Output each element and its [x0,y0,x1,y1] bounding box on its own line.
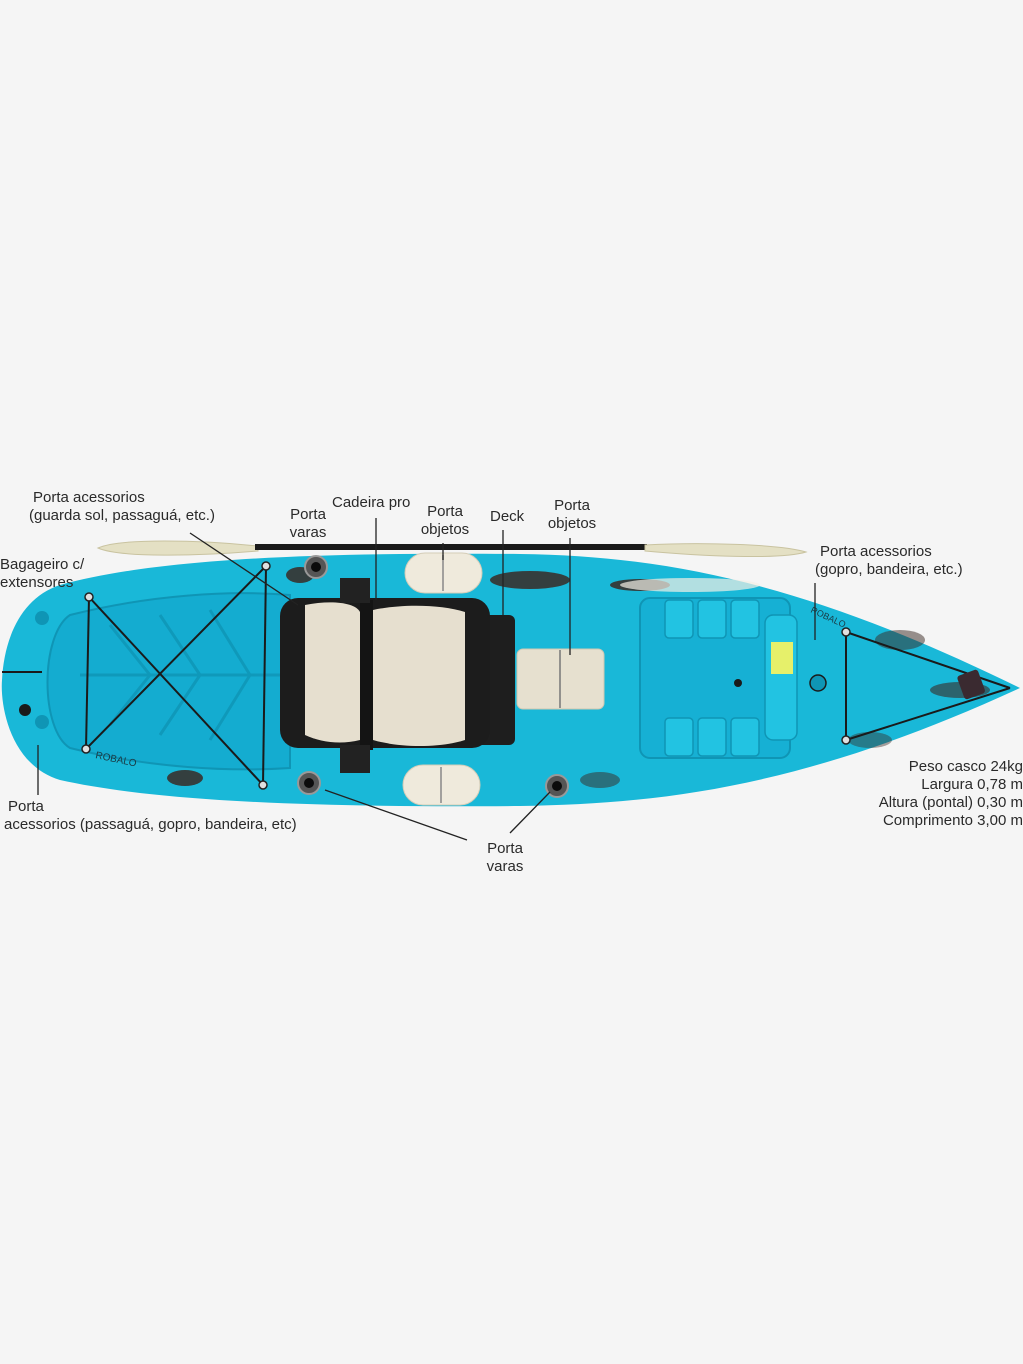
sticker [771,642,793,674]
label-porta-objetos-2: Porta objetos [547,497,597,532]
label-porta-acessorios-stern: Porta acessorios (passaguá, gopro, bande… [4,798,297,833]
hatches [402,552,605,806]
label-porta-acessorios-bow: Porta acessorios (gopro, bandeira, etc.) [815,543,963,578]
foot-wells: ROBALO ROBALO [94,597,847,770]
label-bagageiro: Bagageiro c/ extensores [0,556,85,591]
spec-weight: Peso casco 24kg [908,758,1023,775]
label-porta-acessorios-top: Porta acessorios (guarda sol, passaguá, … [29,489,215,524]
label-porta-varas-bottom: Porta varas [486,840,524,875]
bungee-cords [85,565,1011,786]
spec-width: Largura 0,78 m [921,776,1023,793]
leader-lines [37,518,816,841]
paddle [96,540,808,558]
label-deck: Deck [490,508,525,525]
label-porta-objetos-1: Porta objetos [420,503,470,538]
spec-height: Altura (pontal) 0,30 m [878,794,1023,811]
bungee-anchors [81,561,851,790]
spec-length: Comprimento 3,00 m [882,812,1023,829]
seat [280,578,515,773]
specs-block: Peso casco 24kg Largura 0,78 m Altura (p… [879,758,1023,830]
rod-holders [297,555,569,798]
label-porta-varas-top: Porta varas [289,506,327,541]
label-cadeira-pro: Cadeira pro [332,494,411,511]
